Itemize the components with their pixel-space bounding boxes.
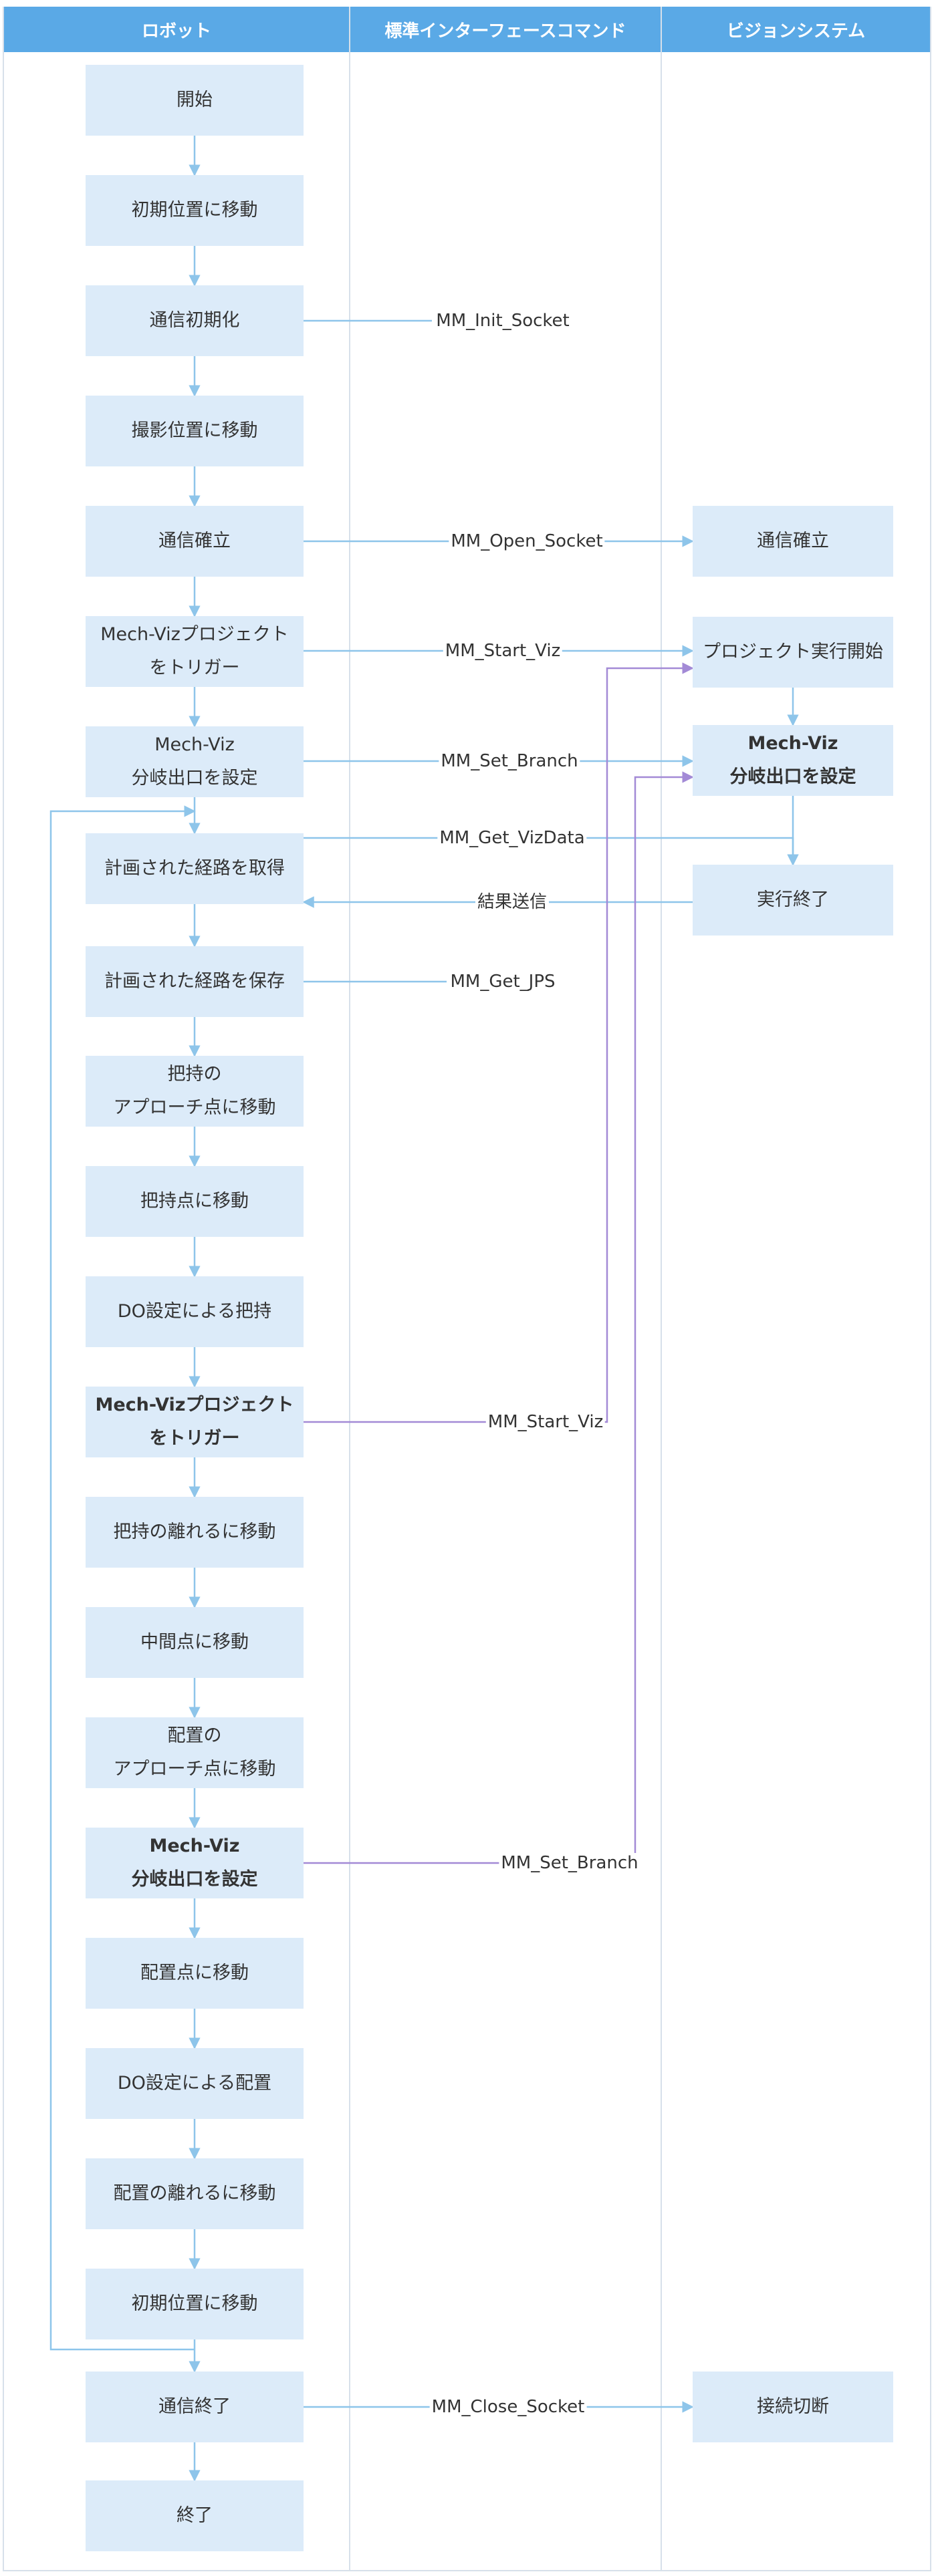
flow-node-line: アプローチ点に移動 — [113, 1759, 276, 1779]
flow-node-line: Mech-Viz — [747, 733, 838, 754]
command-label-close-socket: MM_Close_Socket — [429, 2397, 587, 2417]
command-label-open-socket: MM_Open_Socket — [449, 531, 605, 551]
flow-node-branch1: Mech-Viz 分岐出口を設定 — [86, 726, 304, 797]
flow-node-do-pick: DO設定による把持 — [86, 1276, 304, 1347]
flow-node-line: プロジェクト実行開始 — [703, 641, 883, 663]
flow-node-line: 終了 — [177, 2505, 213, 2527]
column-header-interface: 標準インターフェースコマンド — [350, 7, 661, 52]
flow-node-v-branch: Mech-Viz 分岐出口を設定 — [693, 725, 893, 796]
flow-node-branch2: Mech-Viz 分岐出口を設定 — [86, 1828, 304, 1898]
command-line-set-branch-2 — [304, 771, 694, 1864]
command-label-set-branch-2: MM_Set_Branch — [499, 1853, 640, 1873]
flow-node-v-run: プロジェクト実行開始 — [693, 617, 893, 688]
flow-node-line: 開始 — [177, 90, 213, 111]
flow-node-trigger2: Mech-Vizプロジェクトをトリガー — [86, 1387, 304, 1457]
flow-node-end: 終了 — [86, 2480, 304, 2551]
flow-node-move-mid: 中間点に移動 — [86, 1607, 304, 1678]
flow-node-line: 配置の離れるに移動 — [113, 2183, 276, 2204]
flow-node-line: Mech-Viz — [154, 734, 235, 756]
flow-node-line: DO設定による配置 — [117, 2073, 272, 2094]
command-label-get-jps: MM_Get_JPS — [448, 972, 558, 992]
flow-node-line: 分岐出口を設定 — [729, 766, 856, 787]
flow-node-comm-close: 通信終了 — [86, 2372, 304, 2442]
command-label-start-viz-1: MM_Start_Viz — [443, 641, 563, 661]
flow-node-line: 把持の — [167, 1064, 222, 1085]
flow-node-comm-init: 通信初期化 — [86, 285, 304, 356]
flow-node-line: 配置点に移動 — [140, 1963, 249, 1984]
flow-node-approach-place: 配置のアプローチ点に移動 — [86, 1717, 304, 1788]
command-label-set-branch-1: MM_Set_Branch — [439, 751, 580, 771]
flow-node-line: Mech-Vizプロジェクト — [95, 1395, 294, 1416]
flow-node-line: 計画された経路を取得 — [104, 858, 285, 879]
flow-node-line: 通信終了 — [158, 2396, 231, 2418]
flow-node-v-open: 通信確立 — [693, 506, 893, 577]
flow-node-v-close: 接続切断 — [693, 2372, 893, 2442]
flow-node-line: 撮影位置に移動 — [131, 420, 258, 442]
flow-node-move-shoot: 撮影位置に移動 — [86, 396, 304, 466]
column-divider-left — [349, 7, 350, 2571]
loop-back-arrow — [49, 805, 196, 2351]
flow-node-line: 分岐出口を設定 — [131, 1869, 258, 1890]
flow-node-line: 接続切断 — [757, 2396, 829, 2418]
flow-node-approach-pick: 把持のアプローチ点に移動 — [86, 1056, 304, 1127]
flow-node-line: 把持の離れるに移動 — [113, 1522, 276, 1543]
flow-node-move-pick: 把持点に移動 — [86, 1166, 304, 1237]
flow-node-line: 通信初期化 — [149, 310, 240, 331]
flow-node-do-place: DO設定による配置 — [86, 2048, 304, 2119]
command-label-result-send: 結果送信 — [475, 892, 550, 912]
flow-node-line: アプローチ点に移動 — [113, 1097, 276, 1118]
flow-node-retreat-place: 配置の離れるに移動 — [86, 2158, 304, 2229]
command-label-start-viz-2: MM_Start_Viz — [485, 1412, 606, 1432]
flow-node-line: 通信確立 — [757, 531, 829, 552]
flow-node-line: をトリガー — [149, 1428, 240, 1449]
flow-node-line: Mech-Vizプロジェクト — [100, 624, 289, 646]
command-line-start-viz-2 — [304, 662, 694, 1423]
flow-node-comm-open: 通信確立 — [86, 506, 304, 577]
flow-node-move-init2: 初期位置に移動 — [86, 2269, 304, 2339]
flow-node-line: 計画された経路を保存 — [104, 971, 285, 992]
flow-node-trigger1: Mech-Vizプロジェクトをトリガー — [86, 616, 304, 687]
flow-node-line: 中間点に移動 — [140, 1632, 249, 1653]
command-label-init-socket: MM_Init_Socket — [434, 311, 572, 331]
flow-node-get-path: 計画された経路を取得 — [86, 833, 304, 904]
column-header-robot: ロボット — [4, 7, 349, 52]
flow-node-line: DO設定による把持 — [117, 1301, 272, 1322]
flow-node-line: 配置の — [167, 1725, 222, 1747]
flow-node-line: 通信確立 — [158, 531, 231, 552]
flow-node-save-path: 計画された経路を保存 — [86, 946, 304, 1017]
flow-node-line: 把持点に移動 — [140, 1191, 249, 1212]
flow-node-move-place: 配置点に移動 — [86, 1938, 304, 2009]
column-header-vision: ビジョンシステム — [662, 7, 930, 52]
flow-node-line: Mech-Viz — [149, 1836, 240, 1857]
flow-node-line: 分岐出口を設定 — [131, 768, 258, 789]
flow-node-line: をトリガー — [149, 658, 240, 678]
flow-node-line: 初期位置に移動 — [131, 200, 258, 221]
flow-node-start: 開始 — [86, 65, 304, 136]
flow-node-line: 実行終了 — [757, 889, 829, 911]
flow-node-line: 初期位置に移動 — [131, 2293, 258, 2315]
flow-node-retreat-pick: 把持の離れるに移動 — [86, 1497, 304, 1568]
command-label-get-vizdata: MM_Get_VizData — [437, 828, 587, 848]
flow-node-move-init: 初期位置に移動 — [86, 175, 304, 246]
column-divider-right — [661, 7, 662, 2571]
flow-node-v-done: 実行終了 — [693, 865, 893, 936]
